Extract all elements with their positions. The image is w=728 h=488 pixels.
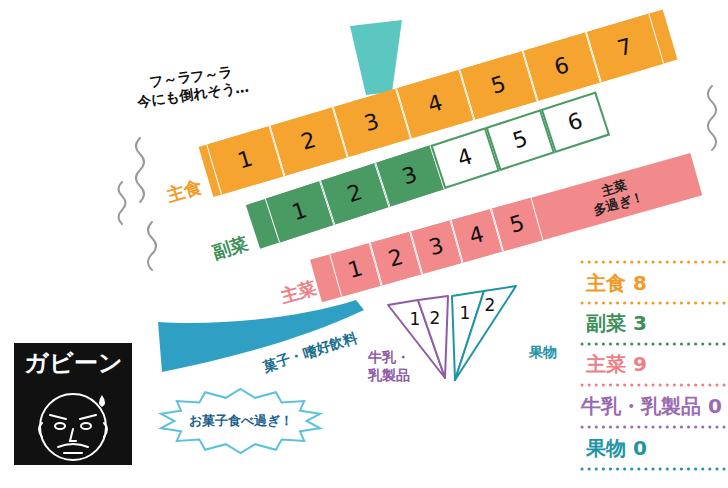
serving-cell: 2 — [418, 296, 448, 378]
serving-number: 1 — [345, 255, 366, 284]
group-label: 牛乳・ 乳製品 — [366, 349, 412, 384]
note-text: フ～ラフ～ラ 今にも倒れそう… — [132, 61, 252, 112]
wobble-line — [119, 182, 126, 224]
serving-number: 7 — [614, 33, 635, 62]
serving-wedge: 12牛乳・ 乳製品 — [385, 292, 450, 382]
serving-number: 5 — [488, 70, 509, 99]
dotted-rule — [582, 468, 726, 471]
serving-number: 2 — [385, 244, 406, 273]
top-handle — [350, 20, 402, 95]
serving-cell: 2 — [455, 286, 516, 380]
starburst-callout: お菓子食べ過ぎ！ — [158, 388, 323, 454]
serving-cell: 7 — [586, 13, 664, 82]
serving-cell: 6 — [541, 92, 610, 154]
callout-text: ガビーン — [24, 349, 123, 378]
wedge-shape — [455, 286, 516, 380]
serving-number: 2 — [344, 179, 365, 208]
serving-number: 5 — [506, 210, 527, 239]
snack-ribbon: 菓子・嗜好飲料 — [150, 280, 380, 390]
band-label: 主食 — [164, 175, 205, 206]
serving-number: 4 — [455, 144, 476, 173]
wobble-line — [136, 138, 144, 202]
exclamation-panel: ガビーン — [14, 343, 132, 465]
dotted-rule — [582, 343, 726, 346]
tally-text: 主菜 9 — [586, 352, 647, 376]
serving-number: 4 — [424, 89, 445, 118]
dotted-rule — [582, 426, 726, 429]
starburst-shape — [161, 389, 320, 453]
tally-text: 牛乳・乳製品 0 — [581, 394, 722, 418]
serving-number: 3 — [361, 108, 382, 137]
callout-text: お菓子食べ過ぎ！ — [189, 413, 293, 429]
serving-number: 1 — [460, 303, 471, 323]
group-label: 果物 — [529, 344, 557, 361]
wedge-shape — [418, 296, 448, 378]
tally-text: 副菜 3 — [586, 311, 647, 335]
tally-text: 主食 8 — [586, 271, 647, 295]
serving-number: 5 — [510, 126, 531, 155]
band-label: 副菜 — [210, 232, 251, 264]
wobble-line — [708, 86, 716, 150]
band-label: 主菜 多過ぎ！ — [585, 173, 648, 219]
serving-number: 3 — [400, 161, 421, 190]
serving-number: 2 — [298, 127, 319, 156]
serving-number: 1 — [289, 197, 310, 226]
serving-number: 1 — [410, 309, 421, 329]
band-label: 主菜 — [278, 277, 319, 308]
dotted-rule — [582, 384, 726, 387]
serving-number: 1 — [235, 145, 256, 174]
serving-number: 3 — [426, 233, 447, 262]
dotted-rule — [582, 261, 726, 264]
serving-number: 6 — [551, 52, 572, 81]
serving-number: 4 — [466, 221, 487, 250]
serving-number: 2 — [430, 308, 441, 328]
serving-number: 2 — [485, 295, 496, 315]
tally-text: 果物 0 — [586, 436, 647, 460]
serving-wedge: 12果物 — [448, 282, 520, 384]
dotted-rule — [582, 302, 726, 305]
serving-number: 6 — [565, 108, 586, 137]
wobble-line — [148, 222, 156, 270]
